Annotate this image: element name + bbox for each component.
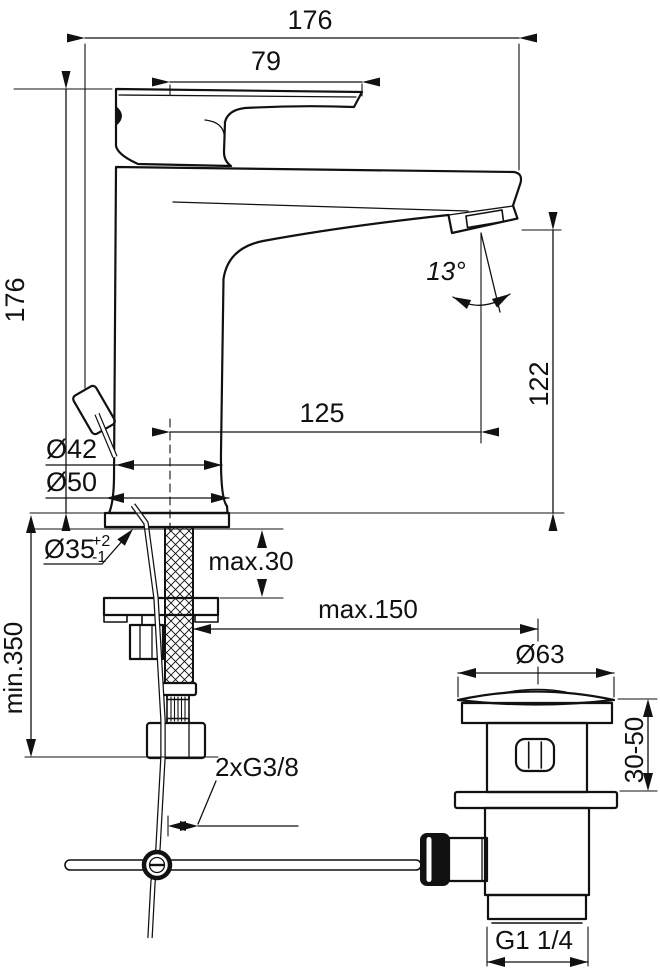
dim-outlet-height: 122: [521, 212, 562, 531]
body-accent-line: [172, 201, 469, 212]
mounting-nut: [128, 623, 165, 661]
dim-supply-connection: 2xG3/8: [167, 752, 299, 837]
dim-waste-thread-label: G1 1/4: [495, 925, 573, 955]
dim-overall-width-label: 176: [287, 5, 332, 35]
linkage-rod: [64, 849, 422, 881]
dim-hole-tol-minus: -1: [92, 549, 106, 566]
mounting-hardware: [102, 596, 220, 661]
dim-hole-diameter-label: Ø35: [44, 534, 95, 564]
dim-waste-offset: max.150: [192, 594, 539, 634]
supply-hose: [145, 526, 207, 760]
dim-overall-height: 176: [0, 71, 113, 531]
reference-lines: [24, 418, 565, 758]
waste-thread: [486, 893, 588, 921]
waste-assembly: [420, 688, 619, 924]
dim-waste-height-range-label: 30-50: [619, 717, 649, 784]
dim-hose-length: min.350: [0, 515, 36, 757]
dim-deck-thickness-label: max.30: [208, 546, 293, 576]
dim-base-diameter-label: Ø50: [46, 467, 97, 497]
dim-waste-cap-diameter-label: Ø63: [515, 639, 564, 669]
dim-lever-length: 79: [152, 46, 380, 97]
handle-indicator-dot: [116, 106, 122, 125]
horizontal-rod: [64, 859, 422, 871]
dim-waste-height-range: 30-50: [617, 698, 658, 792]
dim-spout-reach-label: 125: [299, 398, 344, 428]
dim-supply-connection-label: 2xG3/8: [215, 752, 299, 782]
dim-outlet-height-label: 122: [524, 361, 554, 406]
overflow-window: [514, 737, 556, 773]
dim-waste-thread: G1 1/4: [486, 925, 589, 967]
braided-hose: [164, 526, 194, 684]
rod-clamp-nut: [420, 833, 450, 886]
dim-hose-length-label: min.350: [0, 622, 28, 715]
dim-hole-diameter: Ø35 +2 -1: [43, 529, 133, 566]
dim-waste-cap-diameter: Ø63: [457, 639, 615, 698]
dim-overall-height-label: 176: [0, 277, 30, 322]
aerator-slot: [465, 209, 505, 229]
dim-base-diameter: Ø50: [45, 467, 230, 503]
dim-body-diameter: Ø42: [45, 434, 223, 470]
mounting-bracket: [102, 596, 220, 617]
dim-waste-offset-label: max.150: [318, 594, 418, 624]
dim-deck-thickness: max.30: [208, 530, 294, 597]
dim-spout-reach: 125: [152, 398, 499, 437]
dim-body-diameter-label: Ø42: [46, 434, 97, 464]
dim-overall-width: 176: [67, 5, 537, 389]
dim-lever-length-label: 79: [251, 46, 281, 76]
handle-lever: [114, 87, 364, 168]
dim-hole-tol-plus: +2: [92, 533, 110, 550]
hose-coupling-nut: [145, 721, 207, 760]
dim-spout-angle-label: 13°: [426, 256, 465, 286]
dim-spout-angle: 13°: [426, 232, 511, 444]
